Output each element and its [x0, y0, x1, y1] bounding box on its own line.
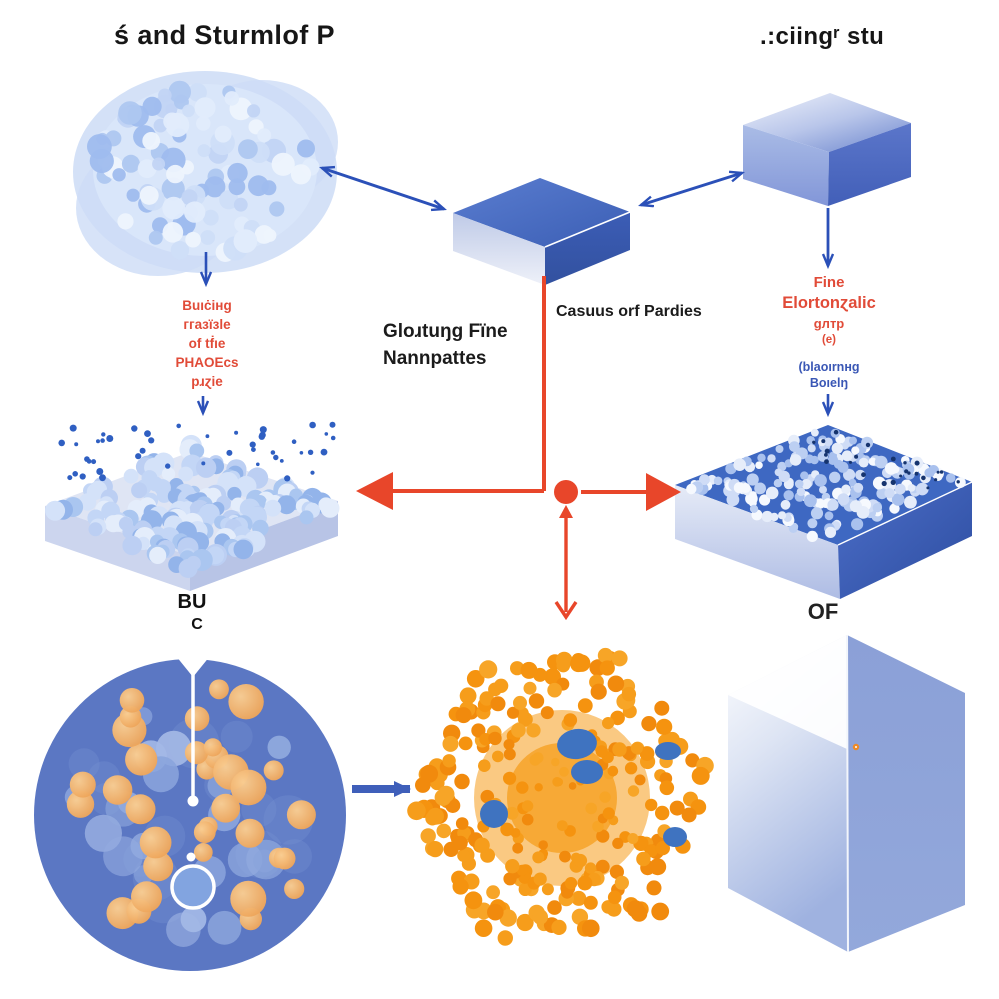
tray-left-face [45, 506, 190, 591]
platform-particles [686, 428, 966, 543]
right-particle-platform [675, 425, 973, 599]
cloud-particles [87, 80, 320, 262]
nanoparticle-cloud [73, 71, 338, 276]
top-right-box-top-face [743, 93, 911, 152]
left-red-line: PHAOEcs [175, 355, 239, 370]
falling-specks [58, 421, 336, 482]
right-red-line: gлтp [813, 316, 845, 331]
platform-left-face [675, 485, 840, 599]
probe-tip-dot [187, 795, 199, 807]
central-box-edge-highlight [544, 211, 631, 248]
right-red-line: (е) [821, 334, 837, 346]
right-blue-line: (blaoırnнg [798, 360, 860, 374]
left-red-line: of tḟıe [188, 336, 226, 351]
bulk-material-block [728, 634, 965, 953]
right-red-annotation: Fine Elortonɀalic gлтp (е) [782, 273, 876, 348]
blue-blob [557, 728, 597, 760]
central-box-left-face [453, 213, 545, 285]
top-right-box-left-face [743, 125, 829, 206]
block-ridge [846, 634, 849, 953]
bottom-left-label-bu: BU [177, 591, 207, 613]
left-red-annotation: Buıċiнg ггаɜïɜle of tḟıe PHAOEcs pɹɀie [175, 296, 238, 391]
causes-label: Casuus orf Pardies [556, 303, 702, 320]
top-right-box [743, 93, 911, 206]
bottom-left-label-c: C [191, 616, 203, 633]
right-blue-line: Boıelŋ [809, 376, 849, 390]
big-blue-circle [34, 659, 346, 971]
blue-blob [480, 800, 508, 828]
bottom-right-label-of: OF [807, 599, 839, 624]
pile-particles [45, 434, 340, 578]
title-right: .:ciingʳ stu [760, 23, 885, 50]
platform-right-face [838, 482, 972, 599]
red-arrowhead-down-open [554, 601, 578, 621]
blue-blob [655, 742, 681, 760]
center-black-line: Gloɹtuŋg Fïne [383, 321, 508, 342]
double-arrow-box-rightbox [641, 173, 742, 205]
highlighted-sphere [170, 864, 216, 910]
red-node-dot [554, 480, 578, 504]
suspension-circle [34, 650, 346, 971]
cluster-blue-blobs [480, 728, 687, 847]
small-white-dot [186, 852, 196, 862]
red-arrowhead-left [356, 472, 393, 510]
center-black-line: Nannpattes [383, 348, 487, 369]
center-black-annotation: Gloɹtuŋg Fïne Nannpattes [383, 318, 508, 372]
red-arrowhead-right [646, 473, 681, 511]
platform-edge-highlight [837, 481, 973, 546]
red-arrow-assembly [356, 276, 681, 621]
circle-inner-particles [64, 679, 316, 947]
left-red-line: pɹɀie [191, 374, 223, 389]
blue-arrows [203, 168, 828, 414]
orange-particle-cluster [407, 647, 714, 946]
right-blue-annotation: (blaoırnнg Boıelŋ [798, 359, 859, 391]
block-sheen [728, 635, 847, 749]
top-right-box-right-face [828, 123, 911, 206]
right-red-line: Elortonɀalic [782, 294, 876, 312]
central-substrate-box [453, 178, 631, 285]
right-red-line: Fine [813, 274, 845, 291]
double-arrow-cloud-box [322, 168, 444, 209]
left-red-line: ггаɜïɜle [183, 317, 231, 332]
block-orange-dot-core [855, 746, 857, 748]
central-box-right-face [545, 212, 630, 285]
blue-blob [571, 760, 603, 784]
left-red-line: Buıċiнg [182, 298, 232, 313]
blue-blob [663, 827, 687, 847]
left-particle-tray [45, 421, 340, 591]
cluster-dots [407, 647, 714, 946]
red-arrowhead-up-small [559, 505, 573, 518]
title-left: ś and Sturmlof P [114, 20, 335, 50]
block-right-face [847, 635, 965, 952]
